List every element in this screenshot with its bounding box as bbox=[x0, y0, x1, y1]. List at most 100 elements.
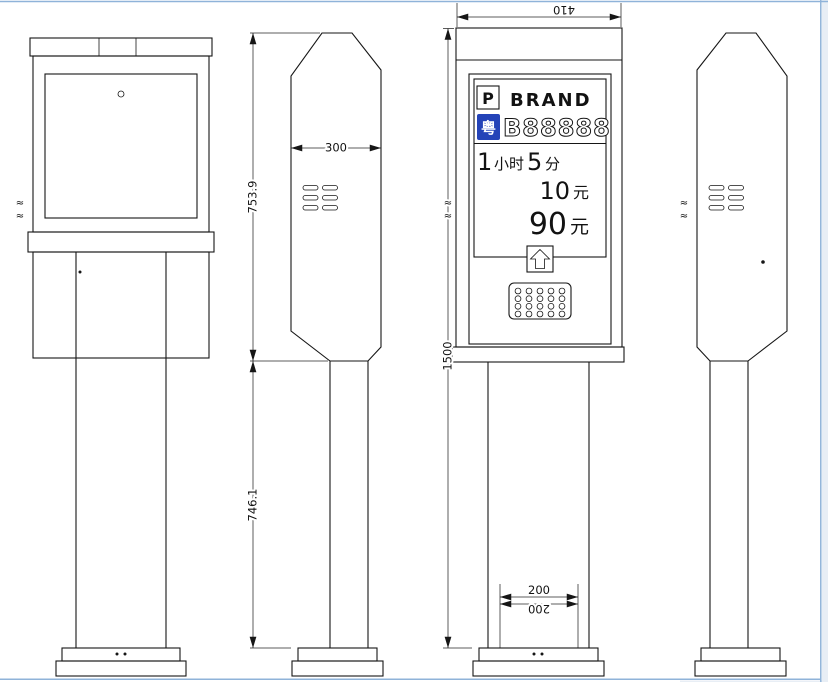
keypad-button bbox=[525, 302, 533, 310]
cap bbox=[29, 37, 213, 57]
vent-grille bbox=[302, 185, 338, 211]
plate-serial: B88888 bbox=[503, 114, 611, 142]
base-lower bbox=[291, 660, 384, 677]
keypad-button bbox=[525, 310, 533, 318]
keyhole bbox=[117, 90, 125, 98]
front-view: 410 P BRAND 粤 B88888 1 小时 5 分 10 元 90 元 bbox=[439, 1, 625, 677]
base-upper bbox=[61, 647, 181, 662]
side-dimensions: 753.9 746.1 300 bbox=[244, 32, 381, 649]
side-view-left: 753.9 746.1 300 bbox=[244, 32, 384, 677]
display-bezel bbox=[468, 73, 612, 345]
base-upper bbox=[700, 647, 781, 662]
vent-slat bbox=[708, 205, 725, 211]
vent-slat bbox=[322, 205, 338, 211]
rear-view bbox=[27, 37, 215, 677]
tariff-minute-value: 5 bbox=[527, 148, 542, 176]
break-mark: ≈ bbox=[680, 211, 688, 222]
dim-post-width: 200 bbox=[528, 583, 550, 597]
base-lower bbox=[472, 660, 605, 677]
keypad-buttons bbox=[514, 287, 566, 318]
keypad-button bbox=[514, 287, 522, 295]
vent-slat bbox=[708, 185, 725, 191]
keypad-button bbox=[536, 287, 544, 295]
anchor-dot bbox=[115, 652, 119, 656]
vent-slat bbox=[728, 195, 744, 201]
dim-top-width: 410 bbox=[553, 3, 575, 17]
vent-slat bbox=[708, 195, 725, 201]
keypad-button bbox=[558, 295, 566, 303]
anchor-dot bbox=[532, 652, 536, 656]
keypad bbox=[508, 282, 572, 320]
dim-post-width-mirrored: 200 bbox=[528, 602, 550, 616]
post-width-dimension: 200 200 bbox=[499, 581, 579, 648]
keypad-button bbox=[536, 302, 544, 310]
top-width-dimension: 410 bbox=[456, 1, 622, 27]
tariff-minute-unit: 分 bbox=[545, 155, 560, 173]
keypad-button bbox=[536, 295, 544, 303]
keypad-button bbox=[514, 302, 522, 310]
sheet-margin-right bbox=[822, 0, 828, 682]
keypad-button bbox=[547, 287, 555, 295]
keypad-button bbox=[514, 310, 522, 318]
side-view-right bbox=[694, 32, 788, 677]
keypad-button bbox=[547, 310, 555, 318]
break-mark: ≈ bbox=[444, 211, 452, 222]
bracket-band bbox=[27, 231, 215, 253]
vent-slat bbox=[728, 205, 744, 211]
keypad-button bbox=[558, 302, 566, 310]
dim-post-height: 746.1 bbox=[246, 489, 260, 522]
plate-province: 粤 bbox=[481, 119, 496, 137]
price-primary-value: 10 bbox=[539, 177, 570, 205]
break-mark: ≈ bbox=[16, 198, 24, 209]
vent-slat bbox=[728, 185, 744, 191]
anchor-dot bbox=[540, 652, 544, 656]
base-upper bbox=[297, 647, 378, 662]
vent-grille bbox=[708, 185, 744, 211]
break-marks: ≈ ≈ ≈ ≈ ≈ ≈ bbox=[14, 196, 690, 224]
anchor-dot bbox=[123, 652, 127, 656]
price-secondary-value: 90 bbox=[529, 207, 567, 242]
keypad-button bbox=[525, 295, 533, 303]
vent-slat bbox=[322, 185, 338, 191]
parking-symbol: P bbox=[482, 89, 494, 108]
base-lower bbox=[55, 660, 187, 677]
head-profile bbox=[696, 32, 788, 362]
access-panel bbox=[44, 73, 198, 219]
dim-head-height: 753.9 bbox=[246, 181, 260, 214]
keypad-button bbox=[547, 302, 555, 310]
vent-slat bbox=[322, 195, 338, 201]
tariff-hour-value: 1 bbox=[477, 148, 492, 176]
bracket-band bbox=[451, 346, 625, 363]
up-arrow-icon bbox=[529, 248, 551, 269]
base-upper bbox=[478, 647, 599, 662]
vent-slat bbox=[302, 185, 319, 191]
fastener-dot bbox=[78, 270, 82, 274]
head-profile bbox=[290, 32, 382, 362]
break-mark: ≈ bbox=[444, 198, 452, 209]
housing bbox=[32, 55, 210, 233]
vent-slat bbox=[302, 205, 319, 211]
parking-symbol-box bbox=[476, 85, 500, 110]
keypad-button bbox=[514, 295, 522, 303]
keypad-button bbox=[525, 287, 533, 295]
back-plate bbox=[32, 251, 210, 359]
sheet-margin-bottom bbox=[680, 680, 828, 682]
break-mark: ≈ bbox=[680, 198, 688, 209]
price-primary-unit: 元 bbox=[573, 183, 589, 202]
keypad-button bbox=[558, 287, 566, 295]
lock-dot bbox=[761, 260, 765, 264]
break-mark: ≈ bbox=[16, 211, 24, 222]
plate-province-box bbox=[477, 114, 500, 140]
price-secondary-unit: 元 bbox=[570, 216, 589, 238]
keypad-button bbox=[558, 310, 566, 318]
dim-total-height: 1500 bbox=[441, 341, 455, 370]
dim-depth: 300 bbox=[325, 141, 347, 155]
base-lower bbox=[694, 660, 787, 677]
vent-slat bbox=[302, 195, 319, 201]
screen-content: P BRAND 粤 B88888 1 小时 5 分 10 元 90 元 bbox=[474, 85, 611, 242]
keypad-button bbox=[536, 310, 544, 318]
tariff-hour-unit: 小时 bbox=[494, 155, 524, 173]
